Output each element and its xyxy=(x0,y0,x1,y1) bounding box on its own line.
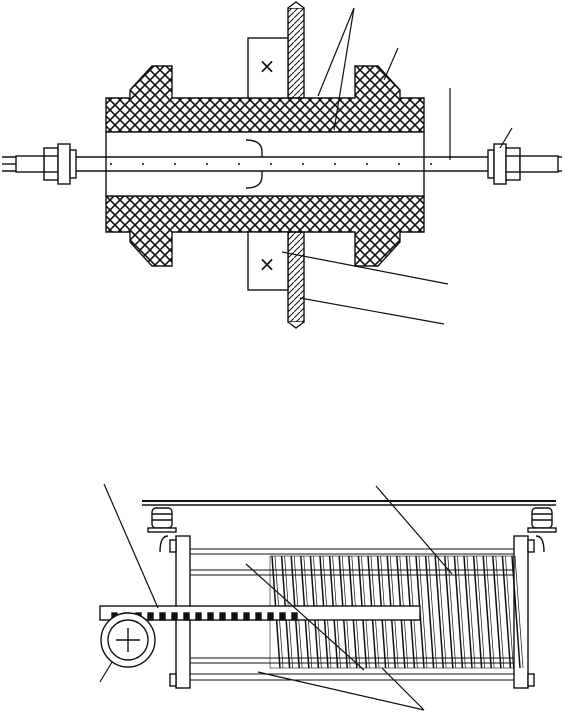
coil-turn-inner xyxy=(485,555,495,669)
upper-insulator-body xyxy=(105,65,425,133)
coil-turn xyxy=(492,555,502,669)
coil-turn xyxy=(424,555,435,669)
leader-lines-bottom xyxy=(99,483,453,711)
right-spring-mount xyxy=(527,507,557,533)
coil-turn xyxy=(463,555,473,669)
rack-tooth xyxy=(279,612,286,621)
left-spring-mount xyxy=(147,507,177,533)
coil-turn xyxy=(472,555,483,669)
rack-tooth xyxy=(159,612,166,621)
coil-turn-inner xyxy=(476,555,485,669)
rack-tooth xyxy=(255,612,262,621)
guide-rods xyxy=(190,548,514,681)
coil-turn-inner xyxy=(505,555,514,669)
rack-tooth xyxy=(231,612,238,621)
lower-mounting-plate xyxy=(287,231,305,323)
upper-insulator-mark: × xyxy=(259,54,276,78)
coil-turn xyxy=(482,555,492,669)
coil-turn-inner xyxy=(495,555,505,669)
rack-tooth xyxy=(243,612,250,621)
rack-tooth xyxy=(183,612,190,621)
coil-turn-inner xyxy=(514,555,524,669)
lower-insulator-body xyxy=(105,195,425,267)
coil-turn-inner xyxy=(418,555,428,669)
sleeve-curve-bottom xyxy=(245,171,263,189)
leader-lines-top xyxy=(281,7,513,325)
upper-insulator-block xyxy=(247,37,289,99)
coil-on-frame xyxy=(99,483,557,711)
feedthrough-cross-section xyxy=(2,1,562,329)
rack-tooth xyxy=(171,612,178,621)
rack-tooth xyxy=(267,612,274,621)
rack-tooth xyxy=(291,612,298,621)
coil-turn xyxy=(444,555,454,669)
coil-turn xyxy=(434,555,444,669)
coil-turn xyxy=(511,555,521,669)
lower-insulator-mark: × xyxy=(259,252,276,276)
rack-tooth xyxy=(207,612,214,621)
coil-turn-inner xyxy=(428,555,437,669)
right-terminal-nut xyxy=(487,143,559,185)
rack-tooth xyxy=(219,612,226,621)
coil-turn xyxy=(501,555,512,669)
upper-mounting-plate xyxy=(287,7,305,99)
coil-turn xyxy=(453,555,464,669)
coil-turn-inner xyxy=(437,555,447,669)
adjustment-knob xyxy=(100,612,156,668)
coil-turn-inner xyxy=(447,555,457,669)
coil-turn-inner xyxy=(466,555,476,669)
coil-turn-inner xyxy=(457,555,466,669)
rack-tooth xyxy=(195,612,202,621)
adjustment-rack xyxy=(99,605,421,621)
lower-insulator-block xyxy=(247,231,289,291)
sleeve-curve-top xyxy=(245,139,263,157)
left-terminal-nut xyxy=(2,143,77,185)
rack-tooth xyxy=(147,612,154,621)
central-bore xyxy=(105,131,425,197)
